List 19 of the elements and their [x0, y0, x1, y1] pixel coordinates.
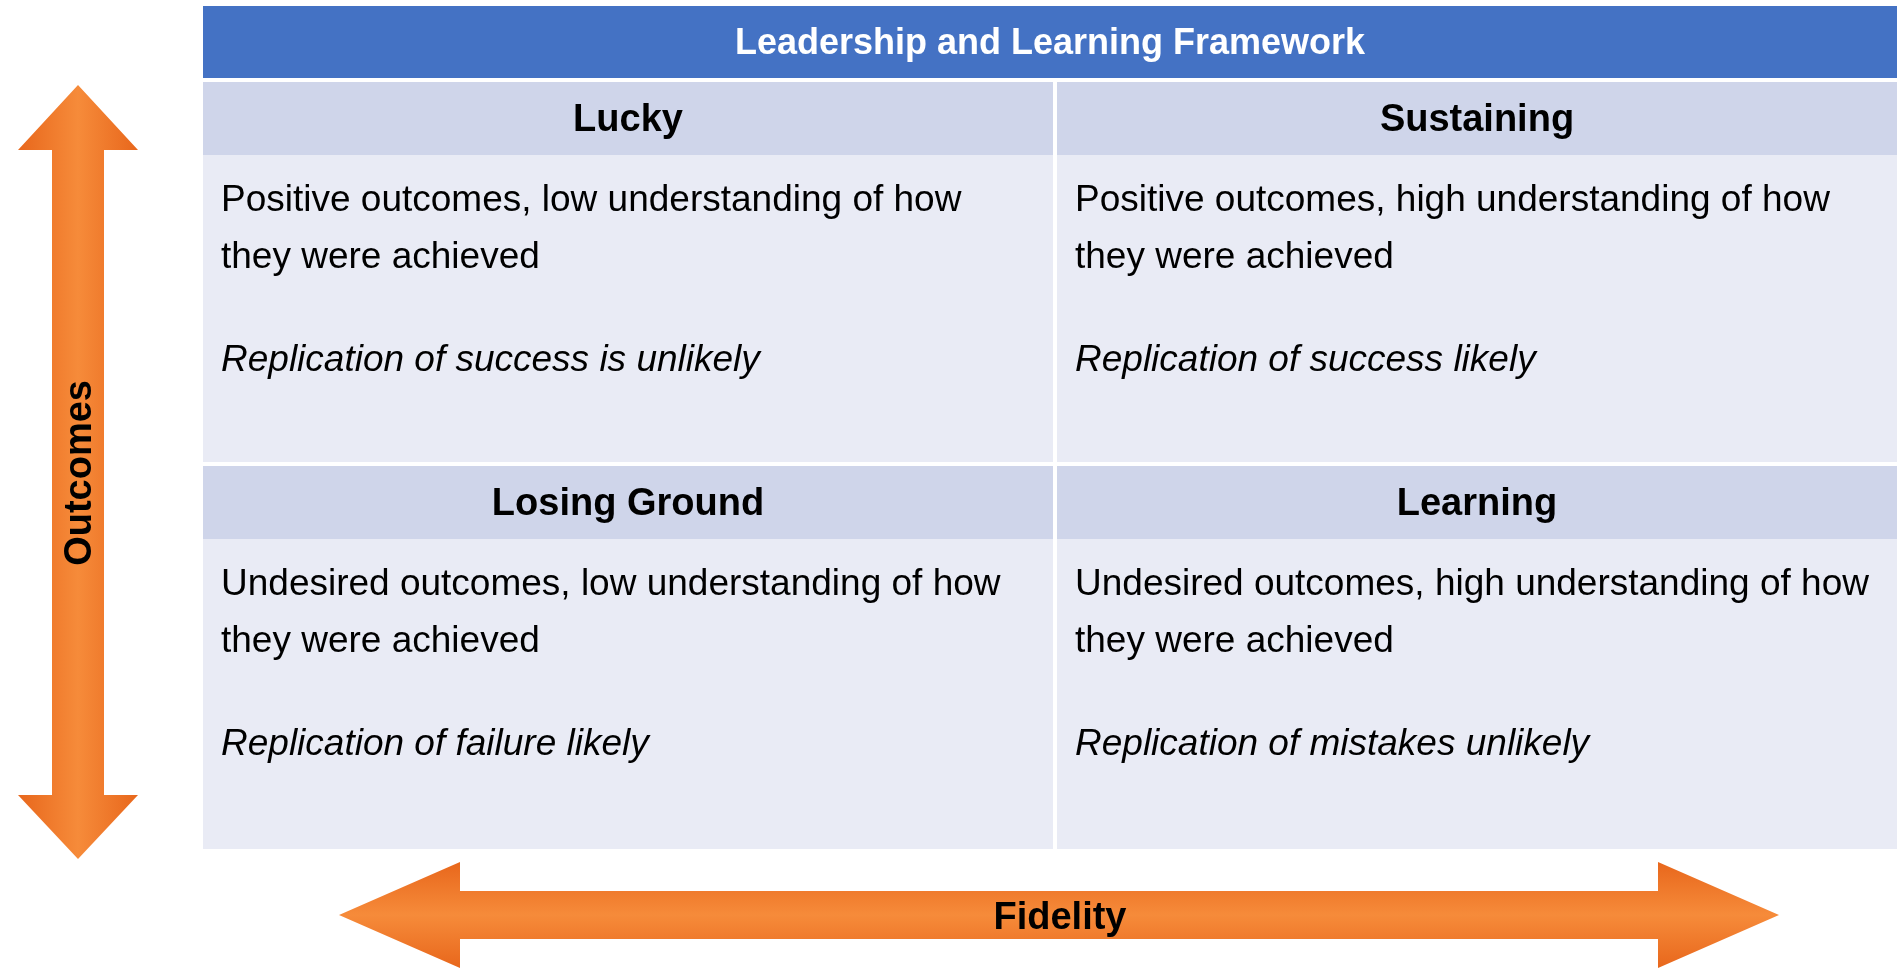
note-text: Replication of failure likely [221, 722, 652, 764]
note-text: Replication of success is unlikely [221, 338, 763, 380]
quadrant-panel [203, 466, 1053, 849]
description-text: Positive outcomes, low understanding of how they were achieved [221, 177, 963, 278]
quadrant-heading: Sustaining [1057, 82, 1897, 155]
note-text: Replication of success likely [1075, 338, 1539, 380]
quadrant-panel [1057, 466, 1897, 849]
description-text: Undesired outcomes, high understanding of how they were achieved [1075, 561, 1870, 662]
description-text: Positive outcomes, high understanding of how they were achieved [1075, 177, 1831, 278]
note-text: Replication of mistakes unlikely [1075, 722, 1592, 764]
quadrant-heading: Lucky [203, 82, 1053, 155]
quadrant-heading: Learning [1057, 466, 1897, 539]
quadrant-heading: Losing Ground [203, 466, 1053, 539]
quadrant-panel [203, 82, 1053, 462]
axis-label: Outcomes [56, 379, 100, 566]
quadrant-panel [1057, 82, 1897, 462]
table-title: Leadership and Learning Framework [203, 6, 1897, 78]
description-text: Undesired outcomes, low understanding of how they were achieved [221, 561, 1002, 662]
axis-label: Fidelity [993, 894, 1127, 938]
